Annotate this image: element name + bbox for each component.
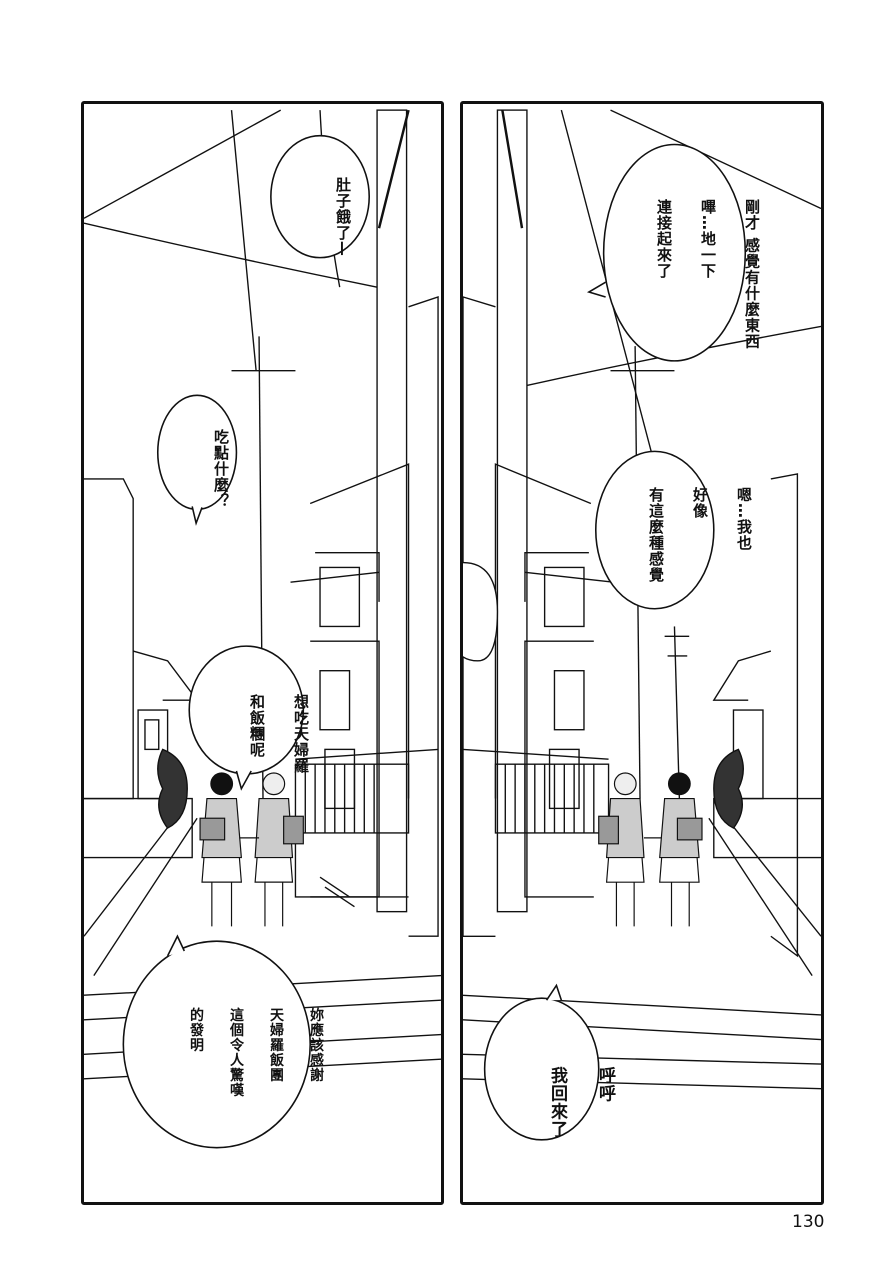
bubble-tempura: 想吃天婦羅 和飯糰呢: [224, 669, 334, 774]
girl-dark-hair-head: [210, 772, 234, 796]
bubble-line: 嗶…地一下: [699, 198, 717, 279]
bubble-back-shape: [483, 997, 600, 1141]
bubble-line: 和飯糰呢: [248, 693, 266, 758]
fence: [294, 763, 410, 834]
bubble-line: 吃點什麼？: [212, 428, 230, 509]
power-line: [84, 222, 378, 288]
manga-panel-left: 肚子餓了— 吃點什麼？ 想吃天婦羅 和飯糰呢 妳應該感謝 天婦羅飯團 這個令人驚…: [81, 101, 444, 1205]
bubble-back: 呼呼 我回來了: [521, 1039, 641, 1139]
street-scene-left: [84, 109, 441, 1149]
girls-walking: [199, 772, 304, 927]
bubble-line: 我回來了: [547, 1066, 567, 1139]
bubble-line: 有這麼種感覺: [647, 486, 665, 583]
road-edge: [718, 807, 821, 937]
bubble-connected: 剛才 感覺有什麼東西 嗶…地一下 連接起來了: [631, 174, 785, 349]
bubble-thank: 妳應該感謝 天婦羅飯團 這個令人驚嘆 的發明: [166, 984, 346, 1098]
manga-panel-right: 剛才 感覺有什麼東西 嗶…地一下 連接起來了 嗯…我也 好像 有這麼種感覺 呼呼…: [460, 101, 824, 1205]
bubble-line: 天婦羅飯團: [268, 1007, 284, 1083]
bubble-line: 好像: [691, 486, 709, 519]
bubble-hungry: 肚子餓了—: [310, 152, 376, 257]
bubble-line: 呼呼: [595, 1066, 615, 1103]
road-edge: [84, 807, 183, 937]
traffic-mirror: [463, 561, 499, 662]
bubble-line: 剛才 感覺有什麼東西: [743, 198, 761, 350]
girl-light-hair-head: [613, 772, 637, 796]
utility-pole: [376, 109, 408, 913]
building-right: [770, 473, 799, 958]
bubble-line: 肚子餓了—: [334, 176, 352, 257]
bubble-line: 這個令人驚嘆: [228, 1007, 244, 1098]
bubble-me-too-shape: [594, 450, 715, 610]
girl-light-hair-head: [262, 772, 286, 796]
girls-walking: [598, 772, 703, 927]
bubble-thank-shape: [122, 940, 311, 1149]
bubble-line: 的發明: [188, 1007, 204, 1053]
girl-dark-hair-head: [667, 772, 691, 796]
utility-pole: [496, 109, 528, 913]
building-left: [84, 478, 134, 800]
bubble-line: 妳應該感謝: [308, 1007, 324, 1083]
bubble-hungry-shape: [270, 134, 370, 259]
page-number: 130: [792, 1212, 825, 1232]
bubble-eat-what: 吃點什麼？: [188, 404, 254, 509]
tree: [713, 748, 744, 829]
bubble-me-too: 嗯…我也 好像 有這麼種感覺: [623, 462, 777, 583]
bubble-connected-shape: [602, 143, 747, 362]
bubble-line: 連接起來了: [655, 198, 673, 279]
bubble-line: 嗯…我也: [735, 486, 753, 551]
street-scene-right: [463, 109, 821, 1141]
tree: [157, 748, 188, 829]
bubble-line: 想吃天婦羅: [292, 693, 310, 774]
